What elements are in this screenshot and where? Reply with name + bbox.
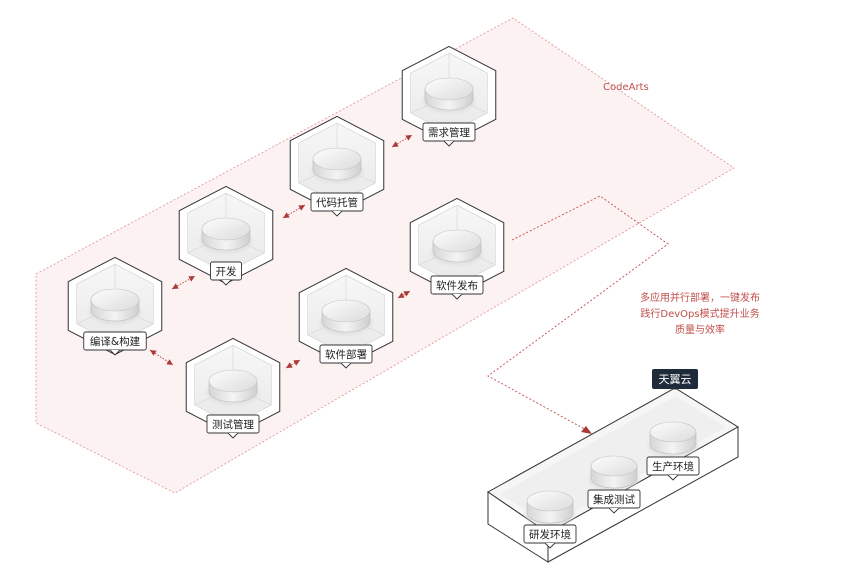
- node-code-label: 代码托管: [316, 196, 358, 209]
- cloud-environments: 研发环境 集成测试 生产环境: [523, 421, 700, 549]
- node-dev-label: 开发: [216, 265, 237, 278]
- node-deploy-label-box: 软件部署: [319, 344, 373, 369]
- env-dev[interactable]: 研发环境: [523, 490, 577, 549]
- node-deploy[interactable]: 软件部署: [298, 267, 394, 369]
- env-integration-test-label-box: 集成测试: [587, 489, 641, 514]
- env-dev-label: 研发环境: [529, 528, 571, 541]
- note-line-1: 多应用并行部署，一键发布: [640, 291, 760, 304]
- node-req-label-box: 需求管理: [422, 122, 476, 147]
- connector-req-code: [391, 134, 413, 148]
- node-build[interactable]: 编译&构建: [67, 256, 163, 356]
- release-flow-arrowhead: [581, 426, 592, 434]
- node-code-label-box: 代码托管: [310, 192, 364, 217]
- env-integration-test-label: 集成测试: [593, 493, 635, 506]
- connector-deploy-release: [397, 290, 411, 299]
- node-req[interactable]: 需求管理: [401, 45, 497, 147]
- connector-code-dev: [282, 204, 306, 219]
- node-test-label: 测试管理: [212, 418, 254, 431]
- node-release-label-box: 软件发布: [430, 275, 484, 300]
- node-dev[interactable]: 开发: [178, 185, 274, 286]
- codearts-region-label: CodeArts: [603, 82, 649, 93]
- node-build-label-box: 编译&构建: [83, 331, 147, 356]
- connectors: [149, 134, 413, 369]
- tianyi-cloud-title: 天翼云: [659, 373, 692, 386]
- env-production-label: 生产环境: [652, 460, 694, 473]
- note-line-3: 质量与效率: [675, 323, 725, 336]
- env-dev-label-box: 研发环境: [523, 524, 577, 549]
- env-production[interactable]: 生产环境: [646, 421, 700, 481]
- node-release[interactable]: 软件发布: [409, 197, 505, 300]
- connector-test-deploy: [285, 359, 301, 369]
- node-deploy-label: 软件部署: [325, 348, 367, 361]
- node-build-label: 编译&构建: [90, 335, 141, 348]
- connector-build-test: [149, 349, 174, 366]
- node-req-label: 需求管理: [428, 126, 470, 139]
- node-test-label-box: 测试管理: [206, 414, 260, 439]
- node-release-label: 软件发布: [436, 279, 478, 292]
- node-code[interactable]: 代码托管: [289, 115, 385, 217]
- node-test[interactable]: 测试管理: [185, 337, 281, 439]
- tianyi-cloud-badge[interactable]: 天翼云: [652, 369, 698, 390]
- node-dev-label-box: 开发: [210, 261, 242, 286]
- connector-dev-build: [171, 275, 196, 290]
- release-flow-path: [487, 195, 669, 433]
- note-line-2: 践行DevOps模式提升业务: [640, 307, 759, 320]
- env-production-label-box: 生产环境: [646, 456, 700, 481]
- env-integration-test[interactable]: 集成测试: [587, 455, 641, 514]
